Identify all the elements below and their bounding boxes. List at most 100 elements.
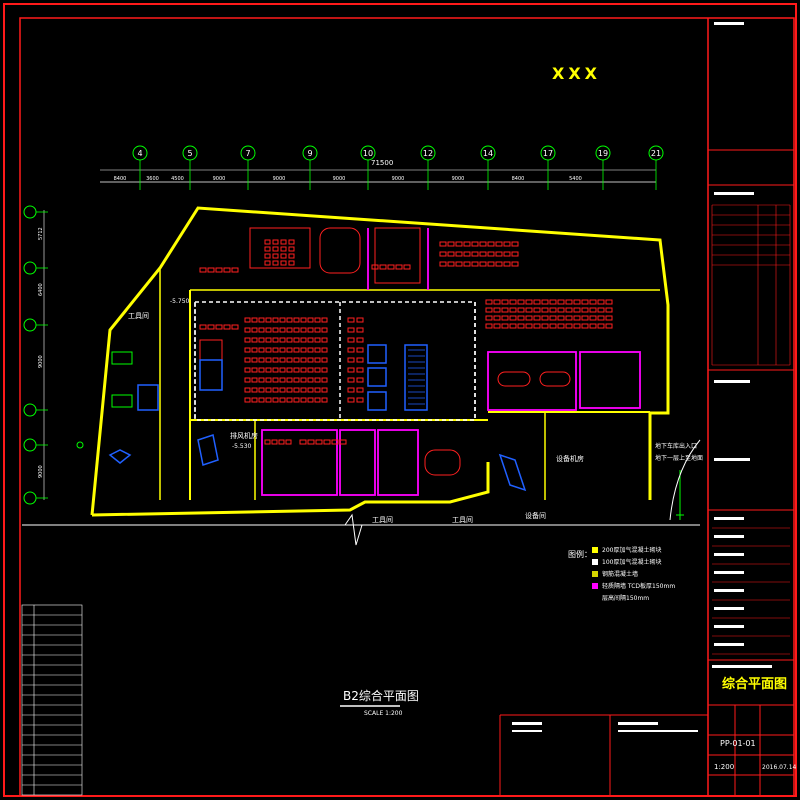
desk	[293, 377, 300, 383]
desk	[565, 307, 573, 313]
ground-line	[22, 513, 700, 546]
desk	[321, 327, 328, 333]
drawing-name: 综合平面图	[722, 676, 787, 692]
desk	[244, 327, 251, 333]
inner-frame	[19, 17, 795, 797]
desk	[565, 299, 573, 305]
desk	[533, 307, 541, 313]
desk	[272, 246, 279, 252]
desk	[300, 357, 307, 363]
legend-item: 钢筋混凝土墙	[602, 570, 638, 578]
desk	[300, 317, 307, 323]
desk	[314, 347, 321, 353]
desk	[315, 439, 323, 445]
desk	[265, 357, 272, 363]
desk	[533, 299, 541, 305]
desk	[244, 397, 251, 403]
desk	[589, 323, 597, 329]
row-dimension-label: 5712	[38, 227, 44, 240]
desk	[231, 324, 239, 330]
desk	[286, 317, 293, 323]
tool-room-2: 工具间	[452, 516, 473, 524]
exit-label-1: 地下车库出入口	[655, 442, 697, 450]
desk	[549, 299, 557, 305]
axis-label: 10	[363, 149, 373, 158]
desk	[244, 367, 251, 373]
desk	[286, 367, 293, 373]
desk	[279, 327, 286, 333]
desk	[321, 377, 328, 383]
desk	[549, 323, 557, 329]
desk	[517, 315, 525, 321]
desk	[265, 367, 272, 373]
dimension-label: 9000	[273, 176, 286, 182]
desk	[314, 337, 321, 343]
ramp-curve	[669, 439, 701, 521]
desk	[479, 251, 487, 257]
desk	[300, 397, 307, 403]
desk	[244, 387, 251, 393]
desk	[307, 317, 314, 323]
room-label-a: -5.750	[170, 298, 190, 305]
desk	[293, 327, 300, 333]
desk	[265, 317, 272, 323]
axis-bubble	[240, 145, 256, 161]
desk	[485, 299, 493, 305]
desk	[503, 251, 511, 257]
desk	[293, 347, 300, 353]
row-bubble	[23, 318, 37, 332]
axis-bubble	[420, 145, 436, 161]
legend-swatch	[592, 559, 598, 565]
desk	[288, 253, 295, 259]
desk	[493, 307, 501, 313]
desk	[605, 299, 613, 305]
desk	[223, 324, 231, 330]
desk	[251, 317, 258, 323]
desk	[347, 397, 355, 403]
desk	[463, 251, 471, 257]
desk	[307, 439, 315, 445]
desk	[272, 337, 279, 343]
desk	[356, 347, 364, 353]
desk	[356, 367, 364, 373]
desk	[356, 387, 364, 393]
desk	[501, 323, 509, 329]
desk	[231, 267, 239, 273]
desk	[321, 337, 328, 343]
desk	[272, 387, 279, 393]
desk	[258, 317, 265, 323]
desk	[471, 261, 479, 267]
desk	[321, 347, 328, 353]
stair-hatch	[408, 349, 425, 405]
axis-bubble	[540, 145, 556, 161]
desk	[307, 337, 314, 343]
desk	[573, 307, 581, 313]
desk	[517, 323, 525, 329]
desk	[597, 299, 605, 305]
desk	[258, 377, 265, 383]
desk	[493, 315, 501, 321]
desk	[439, 251, 447, 257]
desk	[278, 439, 285, 445]
axis-label: 19	[598, 149, 608, 158]
row-dimension-label: 9000	[38, 355, 44, 368]
desk	[525, 323, 533, 329]
desk	[251, 327, 258, 333]
bottom-strip	[499, 714, 708, 796]
legend-item: 100厚加气混凝土砌块	[602, 558, 661, 566]
desk	[272, 239, 279, 245]
desk	[455, 241, 463, 247]
desk	[272, 317, 279, 323]
desk	[347, 387, 355, 393]
desk	[517, 299, 525, 305]
desk	[293, 337, 300, 343]
drawing-number: PP-01-01	[720, 739, 756, 748]
desk	[244, 347, 251, 353]
desk	[279, 337, 286, 343]
axis-label: 17	[543, 149, 553, 158]
plan-title: B2综合平面图	[343, 688, 419, 703]
desk	[495, 251, 503, 257]
desk	[573, 315, 581, 321]
desk	[379, 264, 387, 270]
